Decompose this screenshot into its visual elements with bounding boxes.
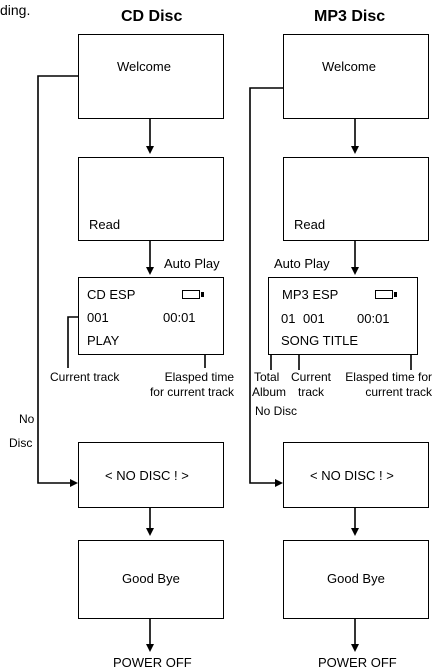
cd-callout-elapsed-1: Elasped time — [164, 370, 234, 384]
mp3-callout-track-1: Current — [291, 370, 332, 384]
mp3-callout-elapsed-2: current track — [365, 385, 432, 399]
cd-auto-play-label: Auto Play — [164, 256, 220, 271]
mp3-callout-elapsed-1: Elasped time for — [345, 370, 432, 384]
cd-goodbye-box: Good Bye — [78, 540, 224, 619]
cd-display-time: 00:01 — [163, 310, 196, 325]
cd-read-box: Read — [78, 157, 224, 241]
cd-display-track: 001 — [87, 310, 109, 325]
mp3-goodbye-label: Good Bye — [327, 571, 385, 586]
cd-no-disc-label-1: No — [19, 412, 35, 426]
mp3-no-disc-label: No Disc — [255, 404, 298, 418]
cd-disc-title: CD Disc — [121, 8, 183, 25]
mp3-goodbye-box: Good Bye — [283, 540, 429, 619]
mp3-welcome-label: Welcome — [322, 59, 376, 74]
mp3-disc-title: MP3 Disc — [314, 8, 386, 25]
mp3-auto-play-label: Auto Play — [274, 256, 330, 271]
no-disc-path-right — [249, 87, 283, 487]
mp3-display-track: 001 — [303, 311, 325, 326]
mp3-display-box: MP3 ESP 01 001 00:01 SONG TITLE — [268, 277, 418, 355]
cd-goodbye-label: Good Bye — [122, 571, 180, 586]
top-text-fragment: ding. — [0, 2, 31, 18]
no-disc-path-left — [37, 75, 78, 487]
cd-no-disc-screen: < NO DISC ! > — [105, 468, 189, 483]
cd-display-box: CD ESP 001 00:01 PLAY — [78, 277, 224, 355]
mp3-display-song-title: SONG TITLE — [281, 333, 359, 348]
cd-welcome-box: Welcome — [78, 34, 224, 119]
mp3-no-disc-screen: < NO DISC ! > — [310, 468, 394, 483]
mp3-no-disc-box: < NO DISC ! > — [283, 442, 429, 508]
cd-no-disc-box: < NO DISC ! > — [78, 442, 224, 508]
cd-no-disc-label-2: Disc — [9, 436, 33, 450]
cd-callout-current-track: Current track — [50, 370, 120, 384]
cd-display-mode: CD ESP — [87, 287, 136, 302]
cd-callout-elapsed-2: for current track — [149, 385, 234, 399]
mp3-read-box: Read — [283, 157, 429, 241]
battery-icon — [375, 290, 397, 299]
mp3-display-time: 00:01 — [357, 311, 390, 326]
mp3-callout-album-1: Total — [254, 370, 280, 384]
mp3-callout-album-2: Album — [252, 385, 287, 399]
battery-icon — [182, 290, 204, 299]
cd-welcome-label: Welcome — [117, 59, 171, 74]
cd-read-label: Read — [89, 217, 121, 232]
mp3-callout-track-2: track — [298, 385, 325, 399]
mp3-display-mode: MP3 ESP — [282, 287, 339, 302]
mp3-display-album: 01 — [281, 311, 296, 326]
mp3-read-label: Read — [294, 217, 326, 232]
mp3-power-off: POWER OFF — [318, 655, 397, 670]
mp3-welcome-box: Welcome — [283, 34, 429, 119]
cd-power-off: POWER OFF — [113, 655, 192, 670]
cd-display-status: PLAY — [87, 333, 120, 348]
